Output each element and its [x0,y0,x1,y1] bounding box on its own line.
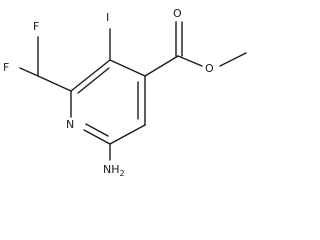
carbonyl-oxygen-label: O [173,7,182,20]
bond-c2-c3 [70,59,111,92]
bond-c5-c6 [109,124,146,145]
chemical-structure-diagram: F F I N O O NH2 [3,7,247,178]
bond-c3-c4 [109,59,146,77]
ether-oxygen-label: O [205,62,214,75]
bond-c4-carbonyl [144,55,179,77]
fluorine-left-label: F [3,61,9,74]
difluoromethyl-group: F F [3,20,72,92]
amine-symbol: NH [103,163,120,176]
fluorine-upper-label: F [33,20,39,33]
amine-label: NH2 [103,163,125,178]
bond-c6-n1 [83,129,111,145]
bond-carbonyl-ether-o [177,55,203,67]
iodo-substituent: I [106,11,111,61]
bond-c2-c3-double [77,67,110,94]
bond-c6-n1-double [85,123,109,137]
bond-c2-chf2 [37,75,72,92]
amine-subscript: 2 [120,169,125,178]
methyl-ester-group: O O [144,7,247,77]
bond-ether-o-methyl [219,52,247,67]
amino-substituent: NH2 [103,143,125,178]
bond-chf2-f-left [19,67,39,77]
ring-nitrogen-label: N [66,118,74,131]
iodine-label: I [106,11,109,24]
pyridine-ring [70,59,146,145]
